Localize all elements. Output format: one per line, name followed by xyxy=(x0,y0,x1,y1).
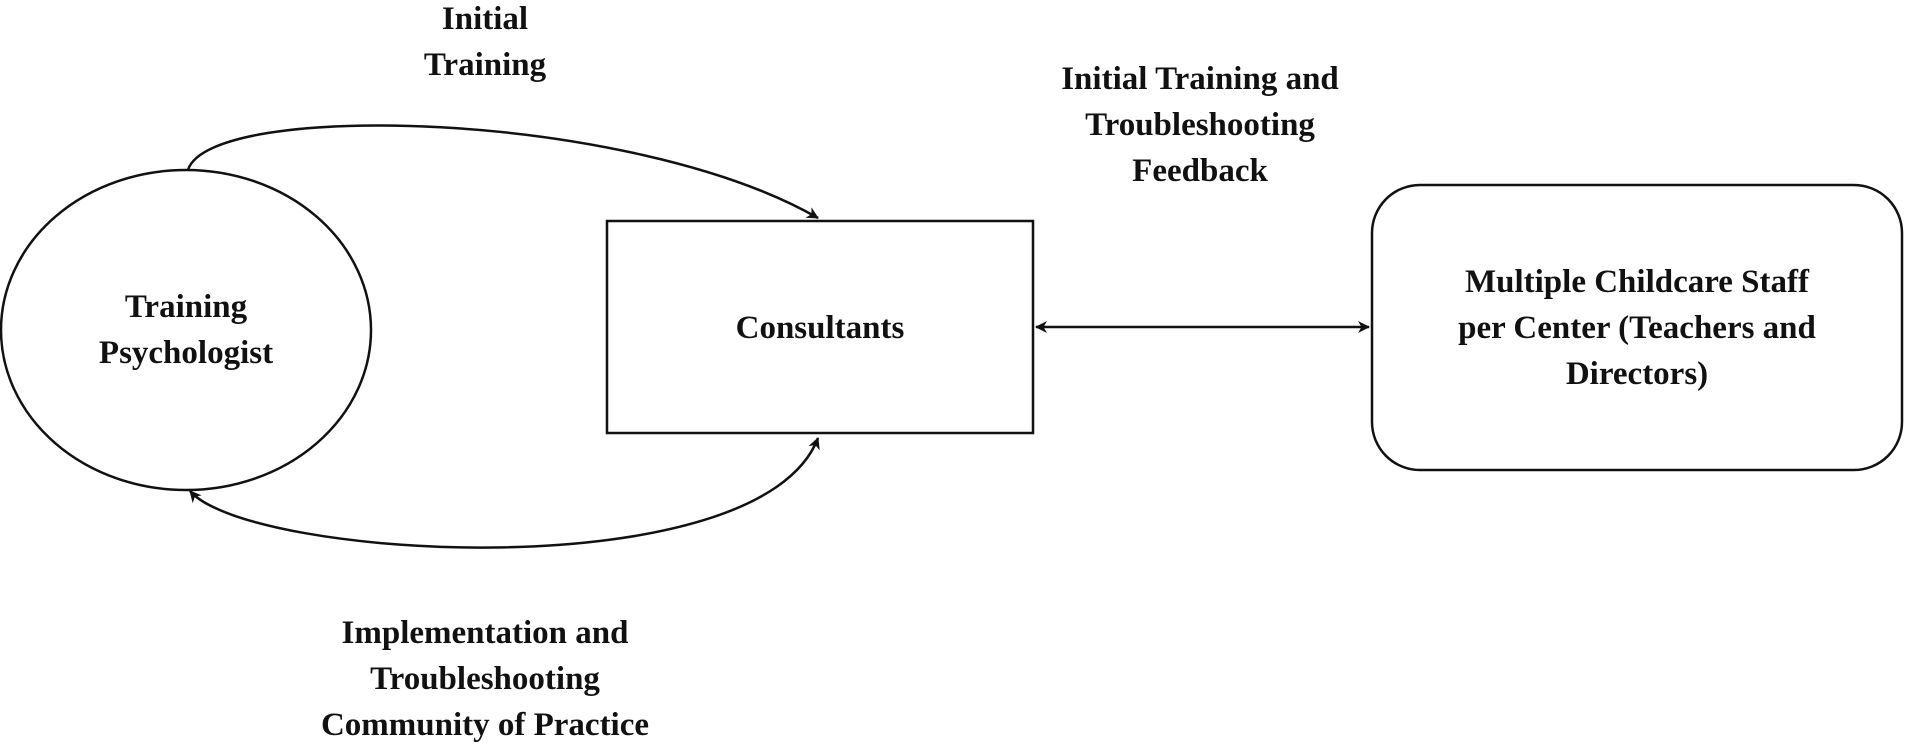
childcare-staff-node xyxy=(1370,183,1904,472)
initial-training-arrow xyxy=(186,124,819,220)
community-of-practice-label: Implementation and Troubleshooting Commu… xyxy=(320,615,650,743)
consultant-feedback-label: Initial Training and Troubleshooting Fee… xyxy=(1061,61,1339,189)
initial-training-label: Initial Training xyxy=(423,1,547,83)
community-of-practice-arrow xyxy=(189,437,820,549)
consultants-label: Consultants xyxy=(735,310,905,346)
training-psychologist-label: Training Psychologist xyxy=(98,289,274,371)
childcare-staff-label: Multiple Childcare Staff per Center (Tea… xyxy=(1458,264,1816,392)
training-psychologist-node xyxy=(0,168,373,492)
consultants-node xyxy=(605,219,1035,435)
